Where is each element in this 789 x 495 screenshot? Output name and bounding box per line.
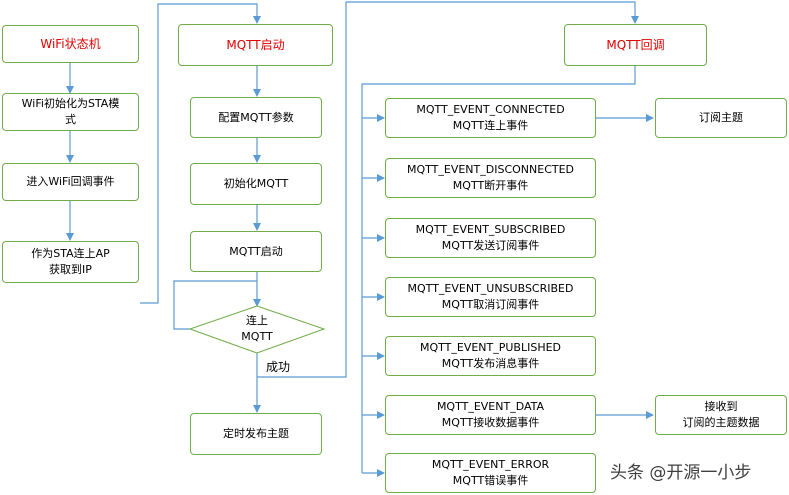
- decision-diamond: [188, 305, 326, 354]
- wifi-callback-text: 进入WiFi回调事件: [26, 175, 115, 188]
- decision-line-1: 连上: [246, 314, 268, 327]
- event-disconnected-name: MQTT_EVENT_DISCONNECTED: [406, 163, 575, 176]
- wifi-title-text: WiFi状态机: [40, 37, 101, 51]
- mqtt-init-text: 初始化MQTT: [223, 177, 289, 190]
- callback-bus: [361, 66, 636, 473]
- subscribe-topic-text: 订阅主题: [699, 111, 743, 124]
- event-subscribed-box: MQTT_EVENT_SUBSCRIBED MQTT发送订阅事件: [385, 218, 596, 258]
- event-published-name: MQTT_EVENT_PUBLISHED: [419, 341, 562, 354]
- wifi-init-sta-box: WiFi初始化为STA模 式: [2, 93, 139, 131]
- publish-topic-text: 定时发布主题: [223, 427, 289, 440]
- event-connected-desc: MQTT连上事件: [452, 119, 529, 132]
- arrow-retry-loop: [173, 280, 257, 330]
- event-data-desc: MQTT接收数据事件: [441, 416, 540, 429]
- wifi-state-machine-title: WiFi状态机: [2, 25, 139, 63]
- decision-label: 连上 MQTT: [222, 313, 292, 345]
- wifi-callback-event-box: 进入WiFi回调事件: [2, 163, 139, 201]
- event-error-box: MQTT_EVENT_ERROR MQTT错误事件: [385, 453, 596, 493]
- event-error-name: MQTT_EVENT_ERROR: [431, 458, 550, 471]
- watermark: 头条 @开源一小步: [610, 463, 752, 483]
- mqtt-init-box: 初始化MQTT: [190, 163, 322, 205]
- event-unsubscribed-desc: MQTT取消订阅事件: [441, 298, 540, 311]
- event-unsubscribed-name: MQTT_EVENT_UNSUBSCRIBED: [407, 282, 574, 295]
- wifi-got-ip-line-2: 获取到IP: [49, 263, 92, 276]
- mqtt-launch-box: MQTT启动: [190, 231, 322, 272]
- publish-topic-box: 定时发布主题: [190, 413, 322, 455]
- mqtt-launch-text: MQTT启动: [229, 244, 283, 258]
- wifi-got-ip-line-1: 作为STA连上AP: [31, 247, 110, 260]
- event-connected-name: MQTT_EVENT_CONNECTED: [416, 103, 565, 116]
- event-unsubscribed-box: MQTT_EVENT_UNSUBSCRIBED MQTT取消订阅事件: [385, 277, 596, 317]
- event-subscribed-desc: MQTT发送订阅事件: [441, 239, 540, 252]
- event-data-name: MQTT_EVENT_DATA: [436, 400, 545, 413]
- subscribe-topic-box: 订阅主题: [655, 98, 787, 138]
- wifi-init-line-2: 式: [65, 113, 76, 126]
- receive-data-line-2: 订阅的主题数据: [682, 416, 760, 429]
- event-disconnected-box: MQTT_EVENT_DISCONNECTED MQTT断开事件: [385, 158, 596, 198]
- event-data-box: MQTT_EVENT_DATA MQTT接收数据事件: [385, 395, 596, 435]
- event-published-box: MQTT_EVENT_PUBLISHED MQTT发布消息事件: [385, 336, 596, 376]
- wifi-init-line-1: WiFi初始化为STA模: [21, 97, 120, 110]
- event-connected-box: MQTT_EVENT_CONNECTED MQTT连上事件: [385, 98, 596, 138]
- receive-data-box: 接收到 订阅的主题数据: [655, 395, 787, 435]
- mqtt-callback-title: MQTT回调: [564, 24, 707, 66]
- mqtt-callback-title-text: MQTT回调: [606, 38, 665, 52]
- event-disconnected-desc: MQTT断开事件: [452, 179, 529, 192]
- receive-data-line-1: 接收到: [704, 400, 738, 413]
- arrow-wifi-to-mqtt: [140, 3, 261, 304]
- arrow-to-callback: [257, 1, 639, 378]
- mqtt-start-title-text: MQTT启动: [226, 38, 285, 52]
- event-subscribed-name: MQTT_EVENT_SUBSCRIBED: [415, 223, 566, 236]
- mqtt-config-text: 配置MQTT参数: [218, 110, 294, 124]
- mqtt-start-title: MQTT启动: [178, 24, 333, 66]
- wifi-got-ip-box: 作为STA连上AP 获取到IP: [2, 241, 139, 283]
- event-published-desc: MQTT发布消息事件: [441, 357, 540, 370]
- event-error-desc: MQTT错误事件: [452, 474, 529, 487]
- mqtt-config-box: 配置MQTT参数: [190, 97, 322, 138]
- decision-line-2: MQTT: [241, 330, 273, 343]
- success-label: 成功: [266, 360, 291, 374]
